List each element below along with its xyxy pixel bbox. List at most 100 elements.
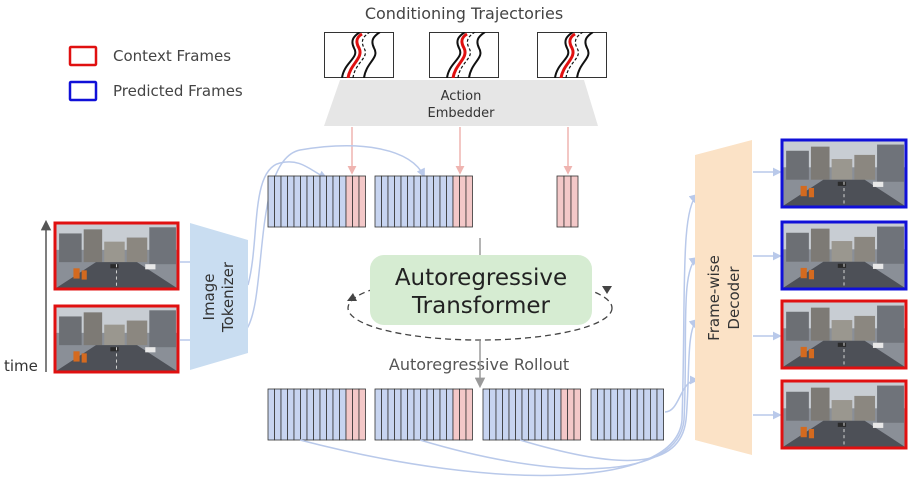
image-token (287, 175, 295, 228)
action-token (560, 388, 568, 441)
token-flow-arrow (247, 161, 328, 286)
image-token (267, 388, 275, 441)
action-token (563, 175, 572, 228)
image-token (332, 175, 340, 228)
image-token (326, 388, 334, 441)
token-to-decoder-arrow (299, 193, 699, 477)
image-token (319, 388, 327, 441)
image-token (433, 388, 441, 441)
image-token (413, 175, 421, 228)
action-token (465, 175, 473, 228)
context-output-frame (780, 299, 908, 370)
image-token (534, 388, 542, 441)
image-token (482, 388, 490, 441)
image-token (508, 388, 516, 441)
image-token (413, 388, 421, 441)
image-token (610, 388, 618, 441)
action-embedder-block (324, 80, 598, 126)
token-group (482, 388, 581, 441)
action-token (345, 388, 353, 441)
street-scene-icon (55, 223, 178, 289)
image-token (554, 388, 562, 441)
image-token (394, 175, 402, 228)
legend-context-label: Context Frames (113, 47, 231, 65)
token-group (267, 388, 366, 441)
token-flow-arrow (245, 145, 425, 331)
image-token (446, 388, 454, 441)
image-token (339, 388, 347, 441)
loop-arrowhead (602, 286, 612, 294)
image-tokenizer-label-2: Tokenizer (219, 261, 237, 333)
street-scene-icon (55, 306, 178, 372)
image-token (274, 175, 282, 228)
image-token (590, 388, 598, 441)
image-token (603, 388, 612, 441)
token-group (590, 388, 664, 441)
transformer-label-2: Transformer (411, 293, 551, 319)
image-token (387, 175, 395, 228)
image-token (300, 388, 308, 441)
image-token (394, 388, 402, 441)
action-token (465, 388, 473, 441)
image-token (502, 388, 510, 441)
image-token (313, 388, 321, 441)
image-token (650, 388, 658, 441)
street-scene-icon (782, 140, 906, 207)
action-token (573, 388, 581, 441)
image-token (495, 388, 503, 441)
image-token (521, 388, 529, 441)
image-token (407, 175, 415, 228)
image-token (339, 175, 347, 228)
decoder-label-1: Frame-wise (705, 255, 723, 341)
image-token (636, 388, 645, 441)
legend-predicted-swatch (68, 80, 98, 102)
diagram-title: Conditioning Trajectories (365, 4, 563, 23)
action-token (459, 175, 467, 228)
token-to-decoder-arrow (519, 318, 699, 462)
image-token (293, 175, 301, 228)
street-scene-icon (782, 381, 906, 448)
action-token (345, 175, 353, 228)
transformer-block (370, 255, 592, 325)
action-token (556, 175, 565, 228)
image-token (381, 388, 389, 441)
image-token (287, 388, 295, 441)
image-token (293, 388, 301, 441)
decoder-label-2: Decoder (725, 266, 743, 330)
image-token (439, 388, 447, 441)
image-token (528, 388, 536, 441)
token-group (556, 175, 579, 228)
image-token (326, 175, 334, 228)
transformer-label-1: Autoregressive (395, 265, 567, 291)
image-token (597, 388, 605, 441)
action-token (459, 388, 467, 441)
image-token (426, 175, 434, 228)
image-token (313, 175, 321, 228)
image-token (420, 388, 428, 441)
image-token (433, 175, 441, 228)
image-token (381, 175, 389, 228)
token-group (374, 388, 473, 441)
legend: Context Frames Predicted Frames (68, 45, 243, 102)
image-token (280, 175, 288, 228)
image-token (332, 388, 340, 441)
image-token (280, 388, 288, 441)
image-token (541, 388, 549, 441)
image-token (374, 175, 382, 228)
street-scene-icon (782, 301, 906, 368)
image-token (306, 175, 314, 228)
image-tokenizer-label-1: Image (200, 274, 218, 321)
action-embedder-label-1: Action (441, 89, 482, 104)
action-token (452, 388, 460, 441)
image-token (426, 388, 434, 441)
context-frame (53, 221, 180, 291)
image-token (274, 388, 282, 441)
token-group (374, 175, 473, 228)
image-token (623, 388, 631, 441)
input-token-sequence (267, 175, 579, 228)
road-trajectory-icon (324, 32, 394, 78)
image-token (489, 388, 497, 441)
action-token (352, 388, 360, 441)
action-token (358, 388, 366, 441)
legend-predicted-label: Predicted Frames (113, 82, 243, 100)
